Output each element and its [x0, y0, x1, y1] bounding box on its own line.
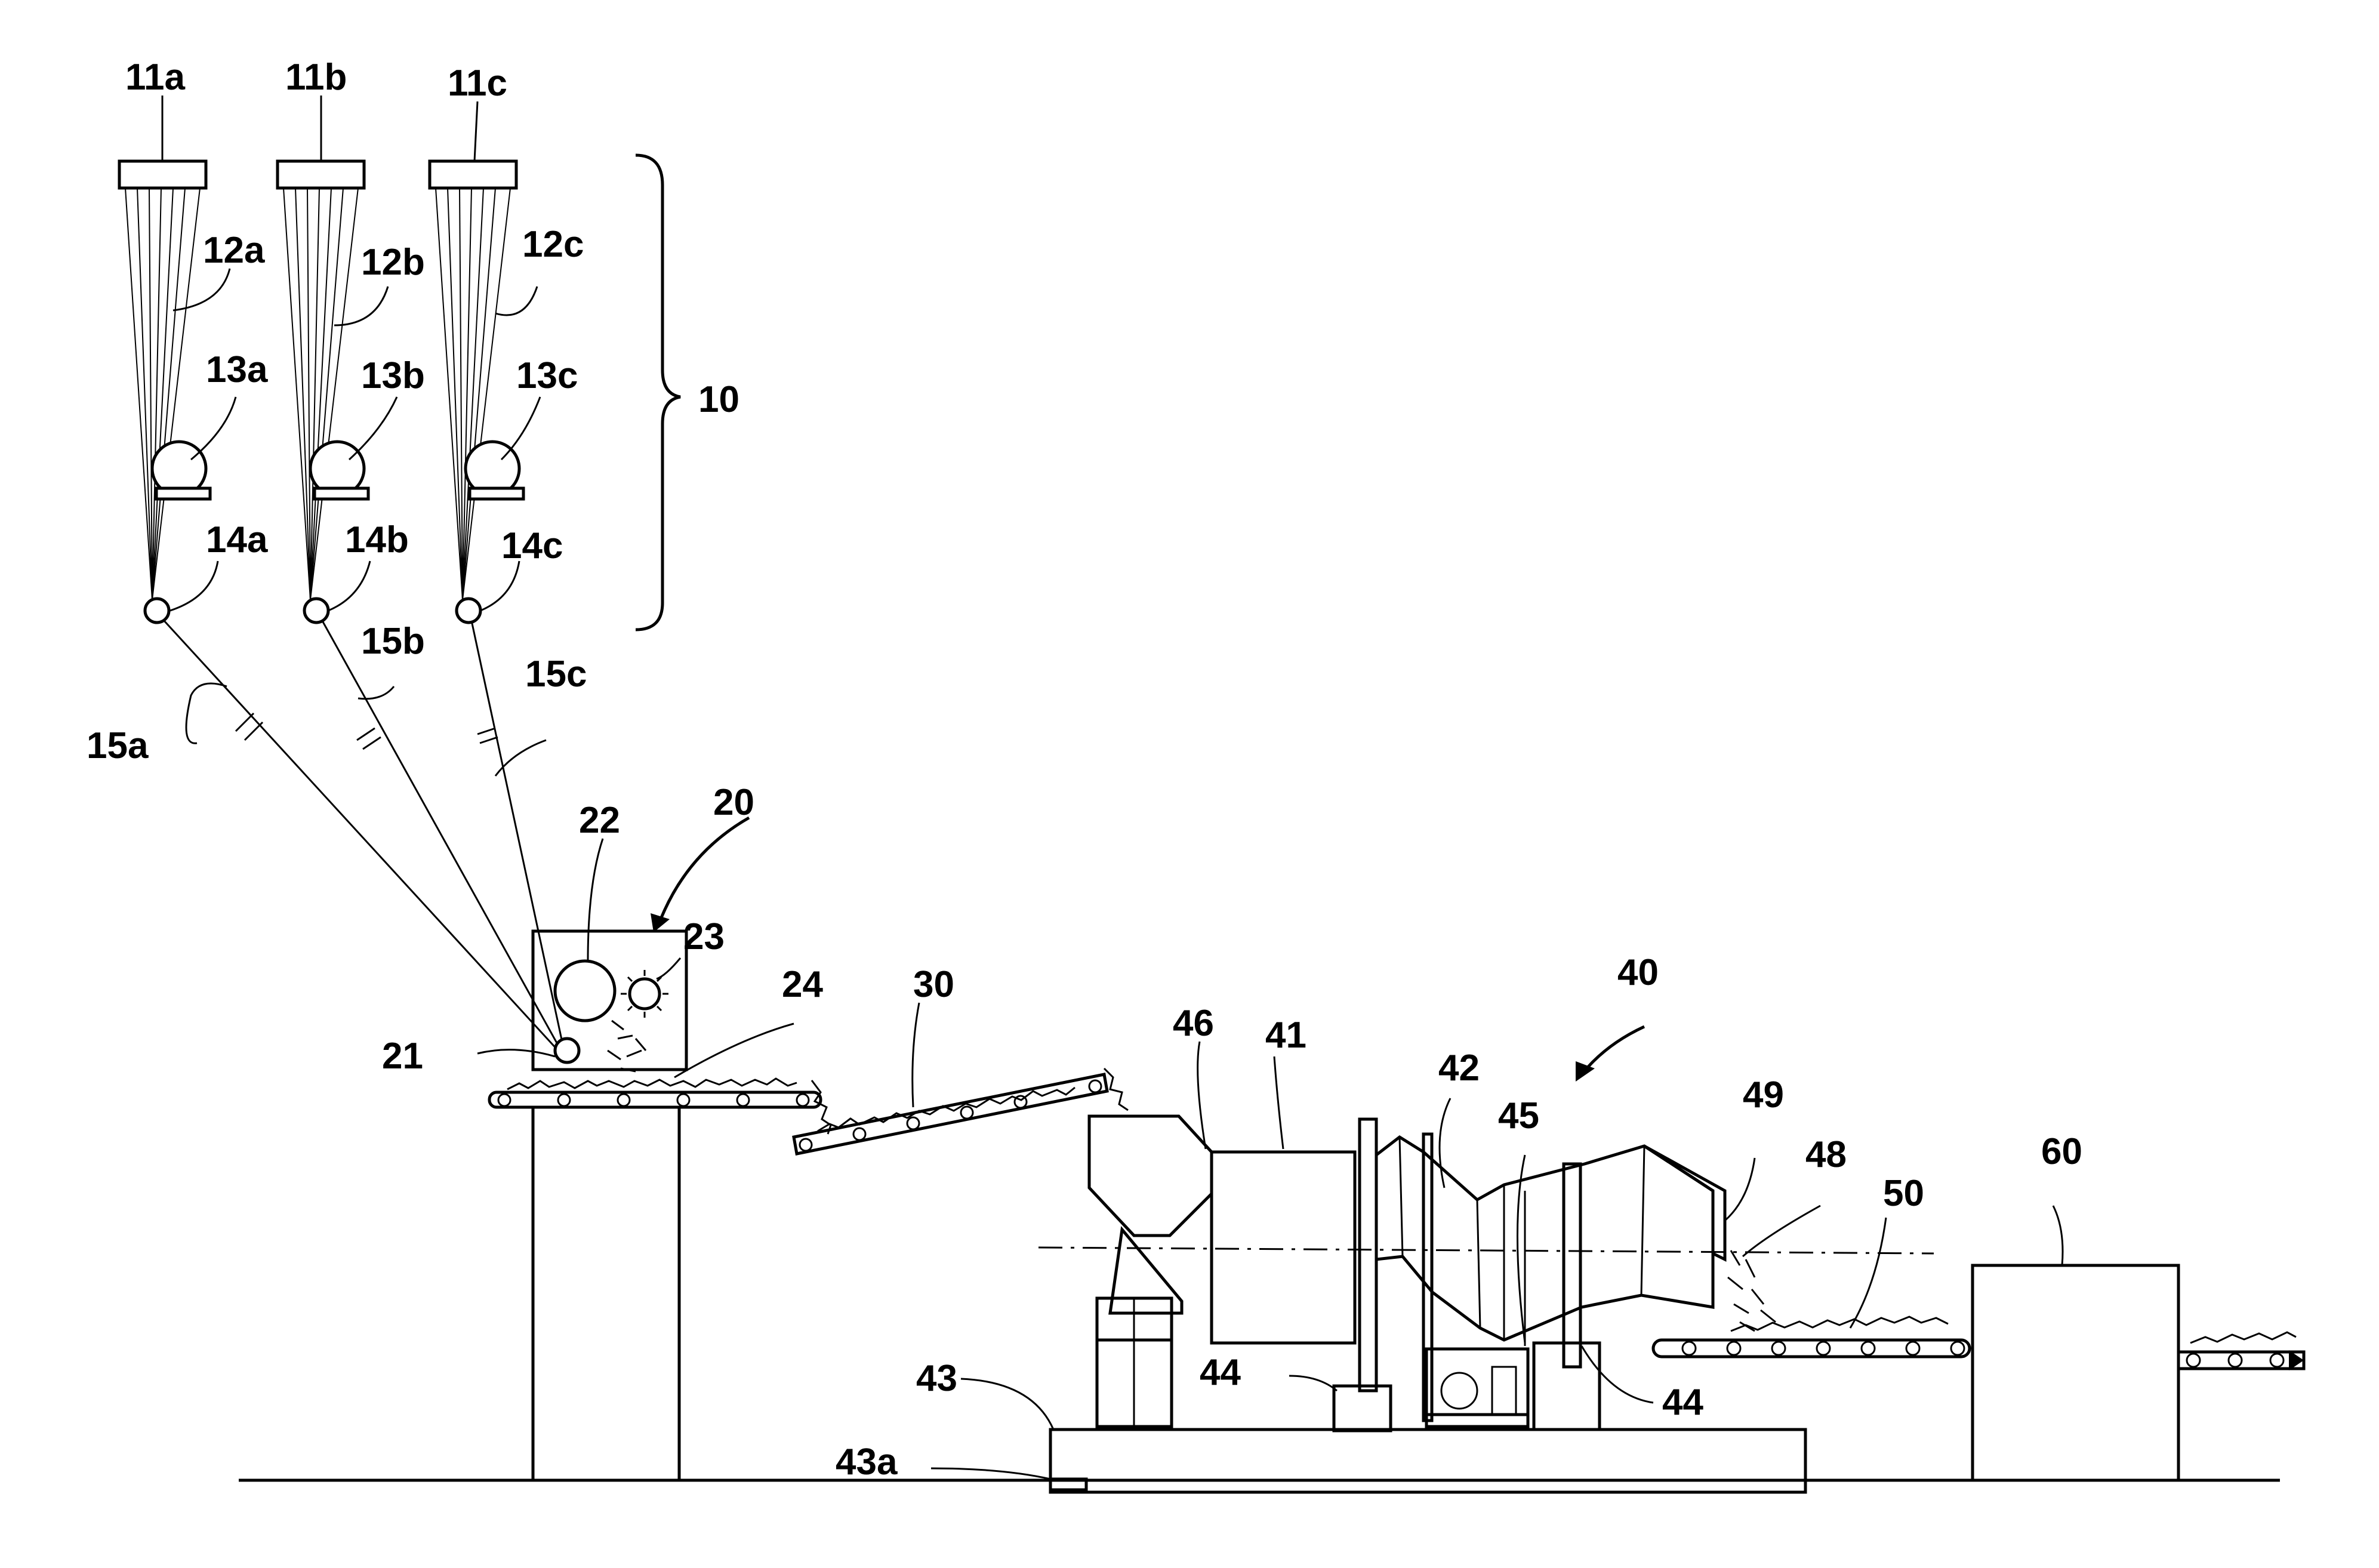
label-60: 60 — [2041, 1131, 2082, 1172]
label-12a: 12a — [203, 230, 265, 271]
label-50: 50 — [1883, 1173, 1924, 1214]
label-46: 46 — [1173, 1003, 1214, 1044]
motor-coupling-45 — [1492, 1367, 1516, 1415]
label-14b: 14b — [345, 519, 409, 560]
label-11a: 11a — [125, 57, 186, 98]
finish-roll-base-13a — [156, 488, 210, 499]
label-14c: 14c — [501, 525, 563, 566]
axis-line — [1038, 1247, 1934, 1253]
label-43a: 43a — [836, 1441, 898, 1483]
label-15b: 15b — [361, 621, 425, 662]
leader-lines — [162, 96, 2063, 1479]
motor-hub-45 — [1441, 1373, 1477, 1409]
conveyor-belt-24 — [489, 1092, 821, 1107]
label-44-right: 44 — [1662, 1382, 1703, 1423]
fiber-layer-exit — [2190, 1332, 2296, 1343]
fiber-layer-24 — [507, 1079, 797, 1089]
label-41: 41 — [1265, 1015, 1306, 1056]
label-10: 10 — [698, 379, 739, 420]
label-21: 21 — [382, 1036, 423, 1077]
label-13c: 13c — [516, 355, 578, 396]
outlet-49 — [1644, 1146, 1725, 1295]
label-12c: 12c — [522, 224, 584, 265]
tube-seam-4 — [1641, 1146, 1644, 1295]
label-15c: 15c — [525, 654, 587, 695]
drum-41 — [1212, 1152, 1355, 1343]
label-23: 23 — [683, 916, 725, 957]
bearing-44-right — [1534, 1343, 1600, 1430]
feed-roll-21 — [555, 1039, 579, 1062]
label-48: 48 — [1805, 1134, 1847, 1175]
label-15a: 15a — [87, 725, 149, 766]
label-20: 20 — [713, 782, 754, 823]
filaments-12a — [125, 188, 200, 600]
conveyor-50 — [1653, 1317, 1970, 1357]
label-13b: 13b — [361, 355, 425, 396]
label-49: 49 — [1743, 1074, 1784, 1116]
blade-wheel-23 — [630, 979, 660, 1009]
conveyor-24 — [489, 1079, 831, 1480]
group-brace-10 — [636, 155, 680, 630]
label-43: 43 — [916, 1358, 957, 1399]
label-12b: 12b — [361, 242, 425, 283]
labels: 11a 11b 11c 12a 12b 12c 13a 13b 13c 10 1… — [87, 57, 2082, 1483]
post-right — [1564, 1164, 1580, 1367]
label-45: 45 — [1498, 1095, 1539, 1136]
fiber-layer-50 — [1731, 1317, 1948, 1331]
label-22: 22 — [579, 800, 620, 841]
label-40: 40 — [1617, 952, 1659, 993]
post-left — [1360, 1119, 1376, 1391]
finish-roll-base-13b — [315, 488, 368, 499]
conveyor-rollers-24 — [498, 1094, 809, 1106]
conveyor-30 — [794, 1068, 1128, 1154]
exit-rollers — [2187, 1354, 2284, 1367]
spinning-unit-a — [119, 161, 210, 623]
label-11c: 11c — [448, 63, 507, 104]
label-14a: 14a — [206, 519, 268, 560]
guide-roll-14b — [304, 599, 328, 623]
tube-seam-1 — [1400, 1137, 1403, 1256]
spinneret-11c — [430, 161, 516, 188]
unit-60 — [1973, 1265, 2178, 1480]
spinneret-11a — [119, 161, 206, 188]
discharged-fibers-48 — [1728, 1250, 1776, 1331]
label-42: 42 — [1438, 1048, 1480, 1089]
arrow-20-head — [651, 913, 670, 932]
conveyor-belt-30 — [794, 1074, 1107, 1154]
filaments-12c — [436, 188, 510, 600]
base-43 — [1050, 1430, 1805, 1492]
guide-roll-14a — [145, 599, 169, 623]
label-44-left: 44 — [1200, 1352, 1241, 1393]
label-24: 24 — [782, 964, 823, 1005]
hopper-46 — [1089, 1116, 1212, 1236]
bearing-44-left — [1334, 1386, 1391, 1431]
guide-roll-14c — [457, 599, 480, 623]
tow-break-marks — [236, 713, 498, 749]
opening-machine-40 — [1038, 1027, 1934, 1492]
falling-fibers — [608, 1021, 646, 1071]
conveyor-stand — [533, 1107, 679, 1480]
spinneret-11b — [278, 161, 364, 188]
label-13a: 13a — [206, 349, 268, 390]
label-11b: 11b — [285, 57, 347, 98]
arrow-20 — [660, 818, 749, 922]
bent-tube-42 — [1376, 1137, 1713, 1340]
cutter-roll-22 — [555, 961, 615, 1021]
tube-seam-2 — [1477, 1200, 1480, 1328]
conveyor-rollers-50 — [1682, 1342, 1964, 1355]
finish-roll-base-13c — [470, 488, 523, 499]
exit-conveyor — [2178, 1332, 2304, 1370]
conveyor-belt-50 — [1653, 1340, 1970, 1357]
label-30: 30 — [913, 964, 954, 1005]
